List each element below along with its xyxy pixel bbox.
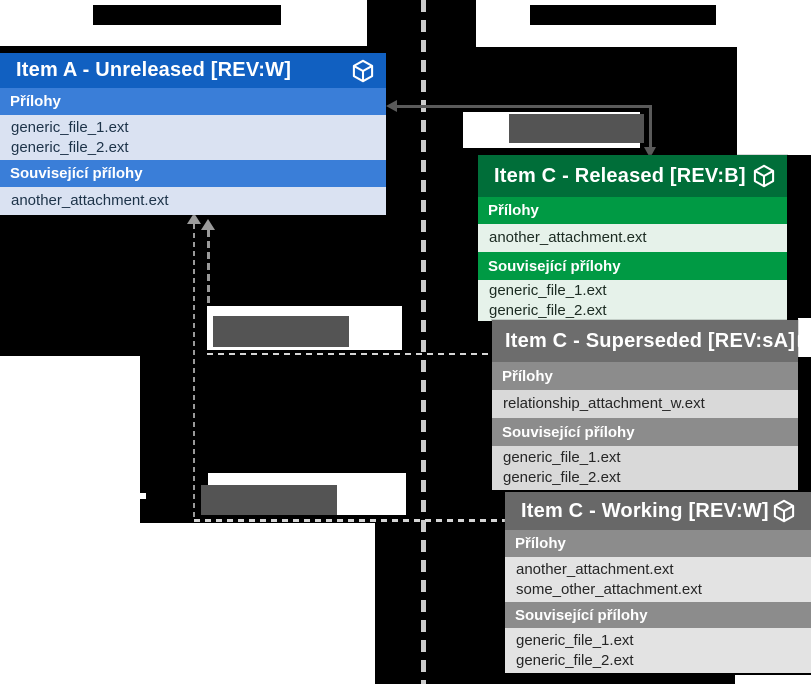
section-header-prilohy: Přílohy [0, 88, 386, 115]
redacted-column-label-left [93, 5, 281, 25]
file-name: generic_file_1.ext [516, 631, 634, 649]
dashed-link-arrowhead [187, 213, 201, 224]
section-label: Přílohy [502, 367, 553, 385]
background-region [735, 675, 811, 684]
file-name: relationship_attachment_w.ext [503, 395, 705, 412]
file-rows: relationship_attachment_w.ext [492, 390, 798, 418]
relationship-arrow-line [394, 105, 652, 108]
section-header-souvisejici: Související přílohy [505, 602, 811, 628]
section-header-prilohy: Přílohy [492, 362, 798, 390]
dashed-link-horizontal-working [194, 519, 505, 522]
file-rows: another_attachment.ext [0, 187, 386, 215]
redacted-column-label-right [530, 5, 716, 25]
card-header: Item C - Superseded [REV:sA] [492, 320, 811, 362]
package-icon [753, 164, 775, 188]
redacted-link-label-1 [213, 316, 349, 347]
section-header-souvisejici: Související přílohy [492, 418, 798, 446]
background-region [0, 523, 375, 684]
dashed-link-horizontal-superseded [207, 353, 492, 355]
card-title: Item C - Released [REV:B] [494, 164, 746, 187]
card-item-c-superseded: Item C - Superseded [REV:sA] Přílohy rel… [492, 320, 811, 490]
section-label: Související přílohy [488, 257, 621, 275]
file-name: another_attachment.ext [516, 560, 674, 578]
file-rows: generic_file_1.ext generic_file_2.ext [505, 628, 811, 673]
package-icon [352, 59, 374, 82]
file-name: generic_file_2.ext [516, 651, 634, 669]
file-name: another_attachment.ext [11, 192, 169, 209]
section-header-souvisejici: Související přílohy [478, 252, 787, 280]
file-name: generic_file_2.ext [489, 301, 607, 319]
background-region [140, 493, 146, 499]
file-name: generic_file_1.ext [503, 449, 621, 466]
redacted-link-label-2 [201, 485, 337, 515]
redacted-arrow-label [509, 114, 644, 143]
file-name: generic_file_2.ext [503, 469, 621, 486]
file-rows: generic_file_1.ext generic_file_2.ext [0, 115, 386, 160]
arrow-head-left [386, 100, 397, 112]
file-name: generic_file_1.ext [489, 281, 607, 299]
section-header-prilohy: Přílohy [505, 530, 811, 557]
file-name: generic_file_1.ext [11, 118, 129, 136]
card-header: Item C - Working [REV:W] [505, 492, 811, 530]
section-label: Související přílohy [502, 423, 635, 441]
file-rows: generic_file_1.ext generic_file_2.ext [478, 280, 787, 321]
dashed-link-arrowhead [201, 219, 215, 230]
card-title: Item A - Unreleased [REV:W] [16, 59, 292, 81]
section-label: Přílohy [488, 202, 539, 219]
arrow-head-down [644, 147, 656, 158]
section-label: Přílohy [515, 535, 566, 552]
relationship-arrow-line [649, 106, 652, 148]
file-name: some_other_attachment.ext [516, 580, 702, 598]
section-label: Související přílohy [515, 606, 648, 624]
dashed-link-line-working [193, 224, 195, 521]
package-icon [797, 329, 811, 353]
card-title: Item C - Working [REV:W] [521, 499, 769, 522]
package-icon [773, 499, 795, 523]
card-item-c-released: Item C - Released [REV:B] Přílohy anothe… [478, 155, 787, 321]
section-label: Přílohy [10, 93, 61, 110]
file-name: generic_file_2.ext [11, 138, 129, 156]
section-header-prilohy: Přílohy [478, 197, 787, 224]
section-header-souvisejici: Související přílohy [0, 160, 386, 187]
file-rows: generic_file_1.ext generic_file_2.ext [492, 446, 798, 490]
card-item-a-unreleased: Item A - Unreleased [REV:W] Přílohy gene… [0, 53, 386, 215]
card-item-c-working: Item C - Working [REV:W] Přílohy another… [505, 492, 811, 673]
card-header: Item A - Unreleased [REV:W] [0, 53, 386, 88]
file-name: another_attachment.ext [489, 229, 647, 246]
section-label: Související přílohy [10, 165, 143, 182]
file-rows: another_attachment.ext some_other_attach… [505, 557, 811, 602]
card-header: Item C - Released [REV:B] [478, 155, 787, 197]
dashed-link-line-superseded [207, 230, 210, 306]
file-rows: another_attachment.ext [478, 224, 787, 252]
column-divider-dashed-line [421, 0, 426, 684]
background-region [0, 356, 140, 523]
background-region [737, 47, 811, 155]
card-title: Item C - Superseded [REV:sA] [505, 329, 796, 352]
